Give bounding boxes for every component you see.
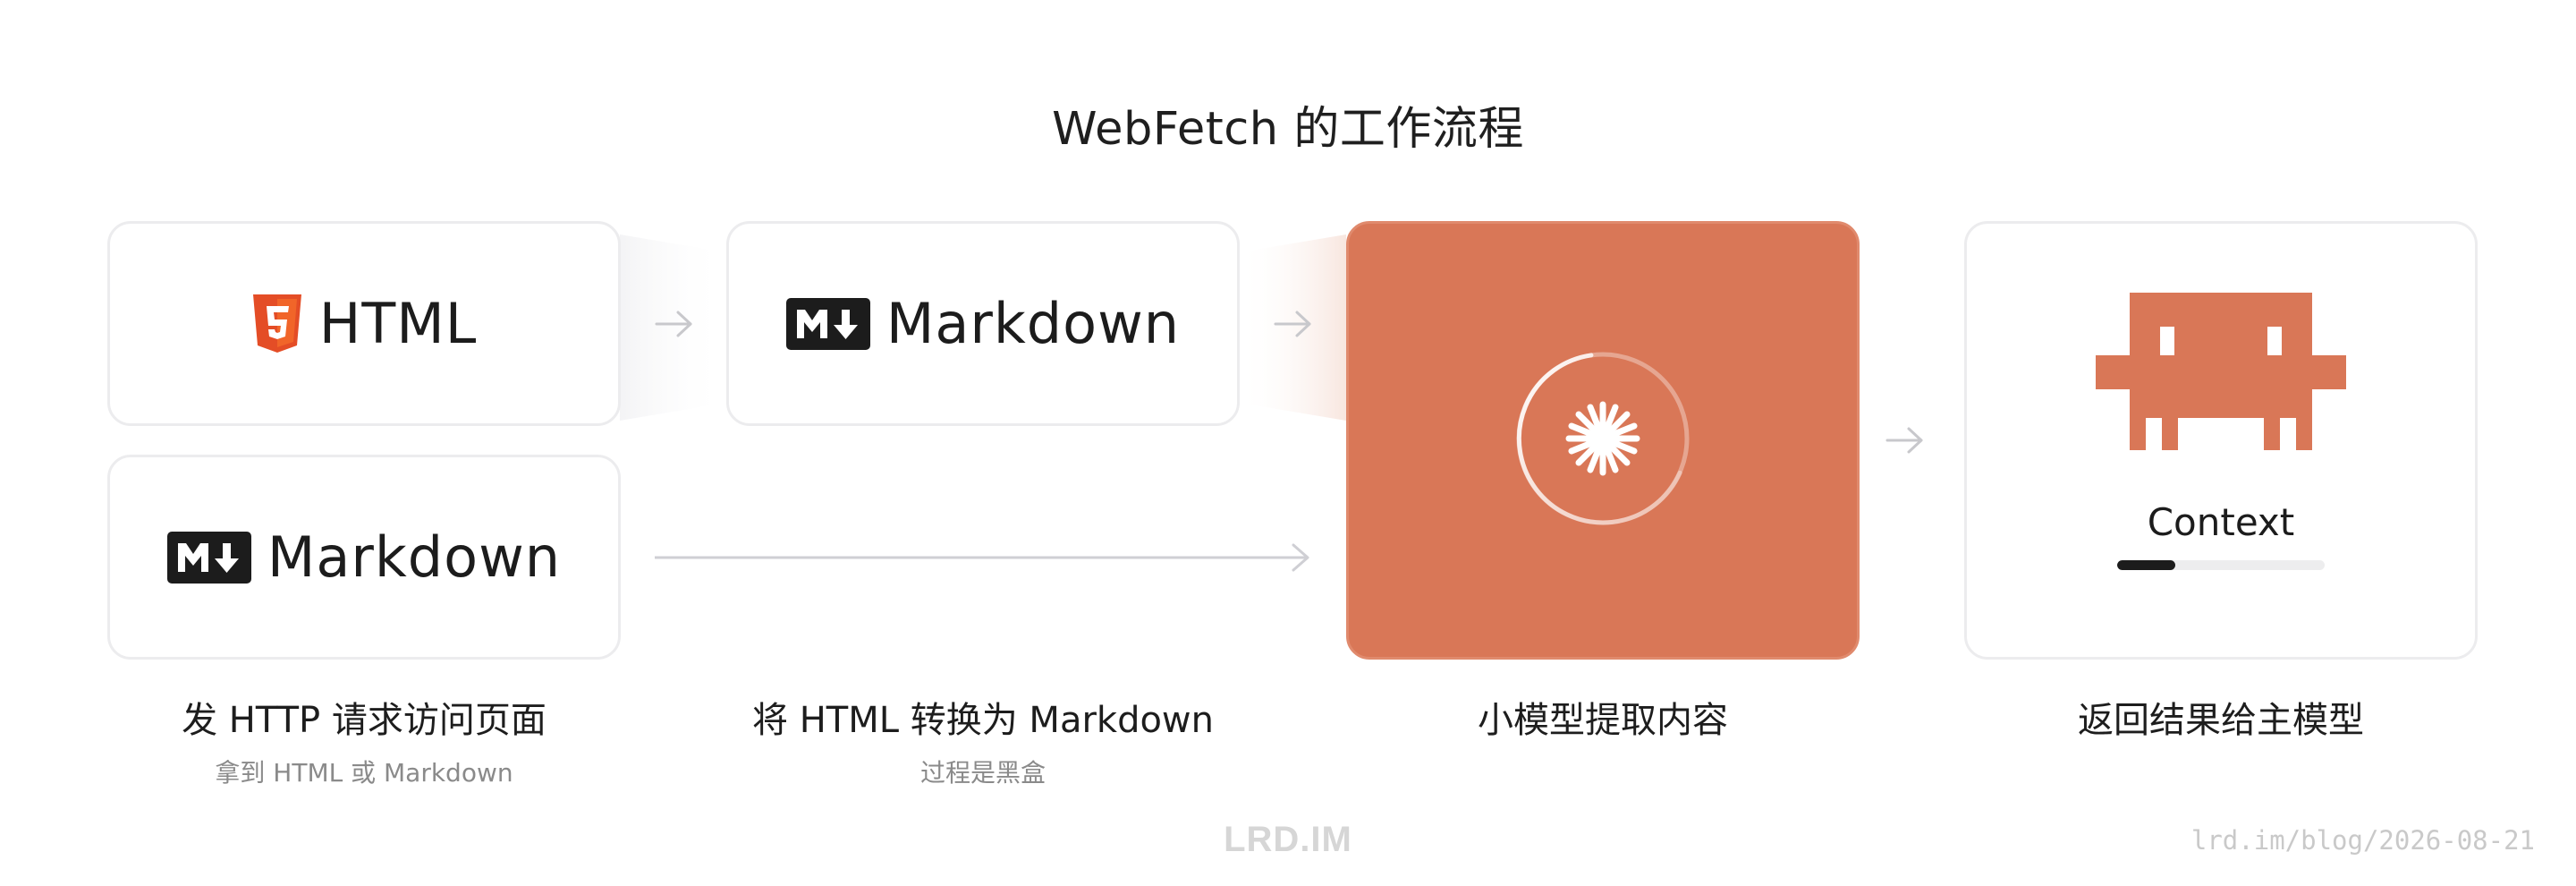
brand-watermark: LRD.IM <box>1224 820 1352 859</box>
markdown-icon <box>166 531 251 584</box>
arrow-right-icon <box>1274 311 1311 337</box>
html-card-label: HTML <box>318 291 478 356</box>
diagram-title: WebFetch 的工作流程 <box>1052 103 1524 156</box>
caption-step-4: 返回结果给主模型 <box>1935 691 2507 743</box>
connector-band-html-to-markdown <box>620 234 726 421</box>
caption-step-3: 小模型提取内容 <box>1317 691 1889 743</box>
direct-connector-arrowhead <box>1292 543 1309 572</box>
caption-step-3-title: 小模型提取内容 <box>1478 700 1728 741</box>
context-label: Context <box>2147 500 2295 544</box>
caption-step-2: 将 HTML 转换为 Markdown 过程是黑盒 <box>697 691 1269 789</box>
markdown-direct-card: Markdown <box>107 455 621 660</box>
arrow-right-icon <box>1885 427 1923 454</box>
context-progress-fill <box>2117 560 2175 570</box>
arrow-right-icon <box>655 311 692 337</box>
footer-url: lrd.im/blog/2026-08-21 <box>2190 825 2535 856</box>
context-progress-track <box>2117 560 2325 570</box>
html5-icon <box>251 294 303 354</box>
connector-band-markdown-to-model <box>1240 234 1346 421</box>
context-card: Context <box>1964 221 2478 660</box>
caption-step-2-subtitle: 过程是黑盒 <box>919 758 1046 788</box>
caption-step-1: 发 HTTP 请求访问页面 拿到 HTML 或 Markdown <box>78 691 650 789</box>
markdown-converted-card: Markdown <box>726 221 1240 426</box>
caption-step-2-title: 将 HTML 转换为 Markdown <box>751 700 1214 741</box>
caption-step-1-title: 发 HTTP 请求访问页面 <box>182 700 547 741</box>
sparkle-spinner-icon <box>1513 349 1692 532</box>
small-model-card <box>1346 221 1860 660</box>
caption-step-4-title: 返回结果给主模型 <box>2078 700 2364 741</box>
html-card: HTML <box>107 221 621 426</box>
markdown-direct-label: Markdown <box>267 524 562 590</box>
markdown-converted-label: Markdown <box>886 291 1181 356</box>
caption-step-1-subtitle: 拿到 HTML 或 Markdown <box>215 758 513 788</box>
space-invader-icon <box>2096 293 2346 454</box>
markdown-icon <box>785 297 870 350</box>
